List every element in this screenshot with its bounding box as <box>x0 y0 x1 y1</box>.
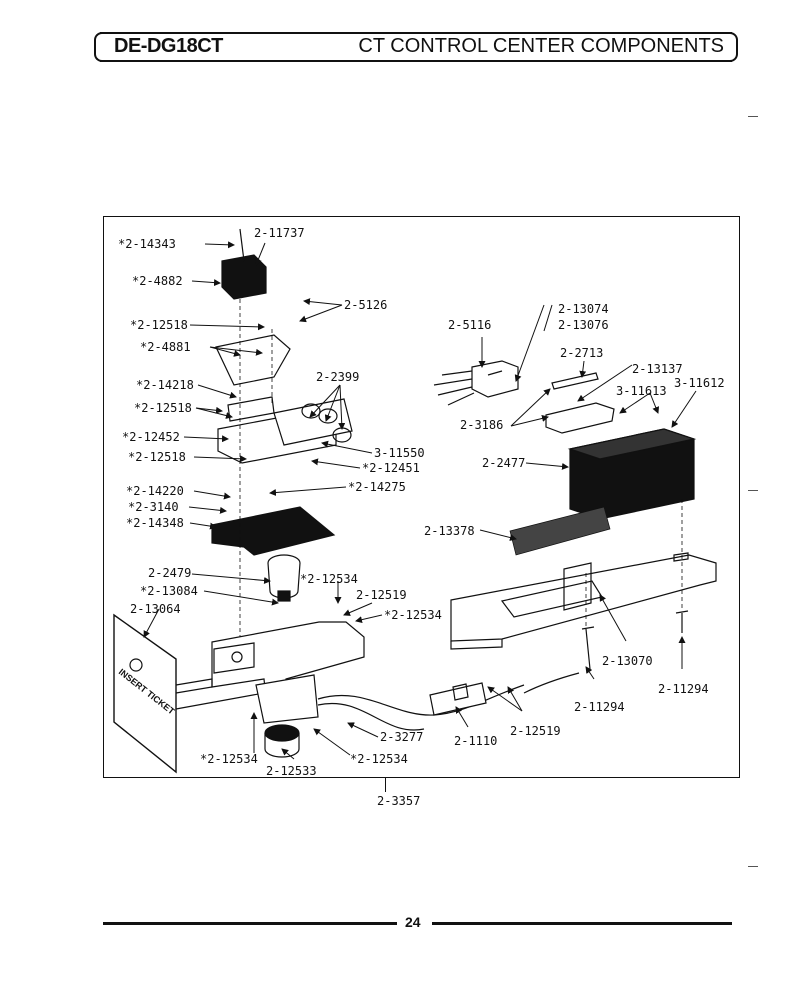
callout-label: 2-12533 <box>266 764 317 778</box>
callout-label: *2-14218 <box>136 378 194 392</box>
callout-label: 2-12519 <box>510 724 561 738</box>
diagram-drawing: *2-14343 2-11737 *2-4882 2-5126 *2-12518… <box>113 226 725 778</box>
callout-label: *2-12451 <box>362 461 420 475</box>
callout-label: 2-2713 <box>560 346 603 360</box>
callout-label: *2-12534 <box>200 752 258 766</box>
callout-label: *2-12518 <box>130 318 188 332</box>
model-number: DE-DG18CT <box>114 35 223 57</box>
callout-label: *2-4881 <box>140 340 191 354</box>
callout-label: 2-3186 <box>460 418 503 432</box>
callout-label: 2-2399 <box>316 370 359 384</box>
callout-label: *2-13084 <box>140 584 198 598</box>
callout-label: 2-13076 <box>558 318 609 332</box>
margin-tick <box>748 490 758 491</box>
callout-label: 2-2479 <box>148 566 191 580</box>
callout-label: 2-2477 <box>482 456 525 470</box>
callout-label: 2-13070 <box>602 654 653 668</box>
footer-rule-right <box>432 922 732 925</box>
callout-label: 2-13074 <box>558 302 609 316</box>
callout-label: 2-1110 <box>454 734 497 748</box>
callout-label: *2-14348 <box>126 516 184 530</box>
page-number: 24 <box>405 914 421 930</box>
callout-label: 2-13137 <box>632 362 683 376</box>
callout-label: *2-12534 <box>350 752 408 766</box>
callout-label: 2-13064 <box>130 602 181 616</box>
callout-label: 2-5116 <box>448 318 491 332</box>
callout-label: *2-14343 <box>118 237 176 251</box>
callout-label: *2-12518 <box>134 401 192 415</box>
callout-label: 3-11612 <box>674 376 725 390</box>
callout-label: 2-12519 <box>356 588 407 602</box>
below-label-leader <box>385 778 386 792</box>
callout-label: 2-3277 <box>380 730 423 744</box>
callout-label: 2-11737 <box>254 226 305 240</box>
callout-label: 3-11613 <box>616 384 667 398</box>
callout-label: *2-14220 <box>126 484 184 498</box>
callout-label: 3-11550 <box>374 446 425 460</box>
callout-label: *2-4882 <box>132 274 183 288</box>
callout-label: *2-12518 <box>128 450 186 464</box>
callout-label: 2-13378 <box>424 524 475 538</box>
exploded-parts-diagram: *2-14343 2-11737 *2-4882 2-5126 *2-12518… <box>103 216 740 778</box>
callout-label: *2-12534 <box>384 608 442 622</box>
callout-label: *2-12452 <box>122 430 180 444</box>
callout-label: 2-11294 <box>658 682 709 696</box>
footer-rule-left <box>103 922 397 925</box>
page-title: CT CONTROL CENTER COMPONENTS <box>358 35 724 57</box>
margin-tick <box>748 866 758 867</box>
callout-label: *2-12534 <box>300 572 358 586</box>
margin-tick <box>748 116 758 117</box>
callout-label: 2-5126 <box>344 298 387 312</box>
page-header: DE-DG18CT CT CONTROL CENTER COMPONENTS <box>94 32 738 62</box>
callout-label: 2-11294 <box>574 700 625 714</box>
callout-label: *2-14275 <box>348 480 406 494</box>
callout-label: *2-3140 <box>128 500 179 514</box>
assembly-number: 2-3357 <box>377 794 421 808</box>
